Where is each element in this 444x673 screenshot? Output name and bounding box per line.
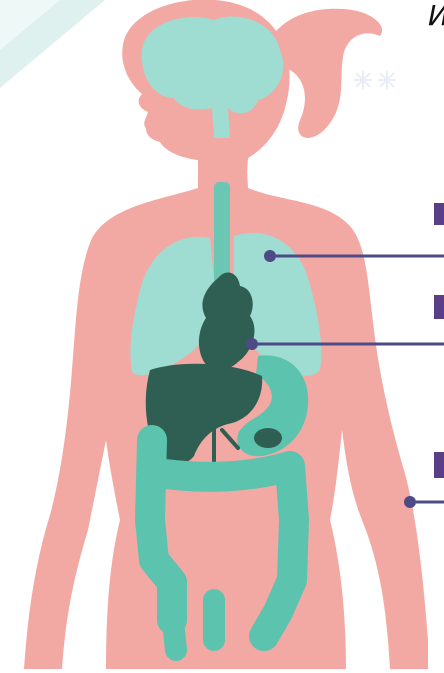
label-marker-arm (434, 452, 444, 478)
gallbladder-organ (254, 428, 282, 448)
title-fragment: И (428, 2, 444, 30)
callout-dot (246, 338, 258, 350)
label-marker-lungs (434, 203, 444, 225)
callout-dot (404, 496, 416, 508)
snowflake-icon (378, 71, 396, 89)
snowflake-icon (354, 71, 372, 89)
label-marker-heart (434, 295, 444, 319)
callout-dot (264, 250, 276, 262)
callout-arm (404, 496, 444, 508)
